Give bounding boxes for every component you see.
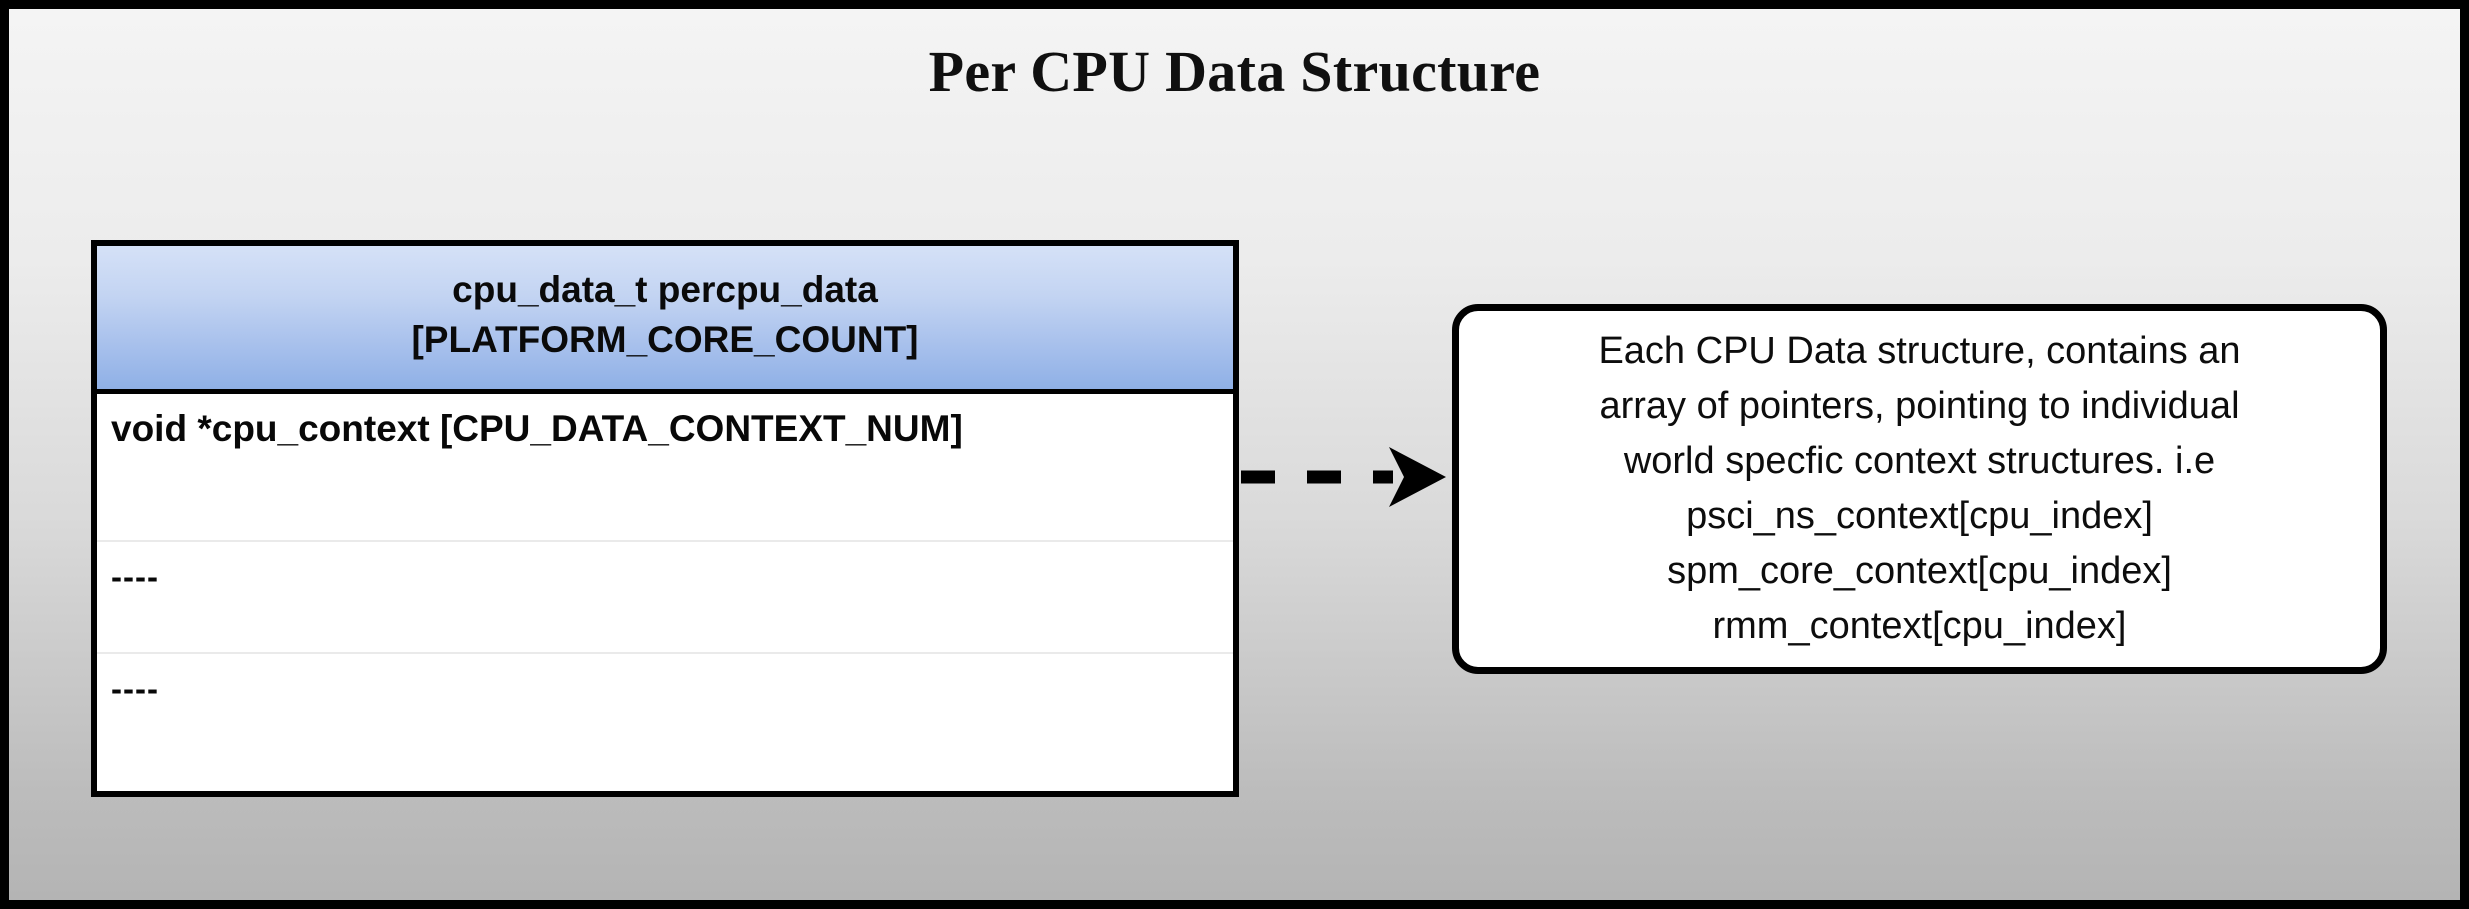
callout-line: Each CPU Data structure, contains an (1598, 330, 2241, 372)
table-row: ---- (97, 542, 1233, 654)
callout-line: rmm_context[cpu_index] (1712, 605, 2127, 647)
callout-line: spm_core_context[cpu_index] (1667, 550, 2172, 592)
callout-line: array of pointers, pointing to individua… (1599, 385, 2240, 427)
table-row: ---- (111, 670, 159, 707)
dashed-arrow-icon (1241, 447, 1446, 507)
percpu-data-struct-table: cpu_data_t percpu_data [PLATFORM_CORE_CO… (91, 240, 1239, 797)
callout-line: world specfic context structures. i.e (1623, 440, 2216, 482)
struct-header-line-1: cpu_data_t percpu_data (452, 268, 878, 310)
callout-line: psci_ns_context[cpu_index] (1686, 495, 2153, 537)
struct-table-header: cpu_data_t percpu_data [PLATFORM_CORE_CO… (97, 246, 1233, 394)
callout-box: Each CPU Data structure, contains an arr… (1452, 304, 2387, 674)
struct-header-line-2: [PLATFORM_CORE_COUNT] (411, 318, 919, 360)
page-title: Per CPU Data Structure (928, 39, 1541, 104)
table-row: void *cpu_context [CPU_DATA_CONTEXT_NUM] (97, 394, 1233, 542)
dashed-arrow-connector (1241, 439, 1456, 515)
